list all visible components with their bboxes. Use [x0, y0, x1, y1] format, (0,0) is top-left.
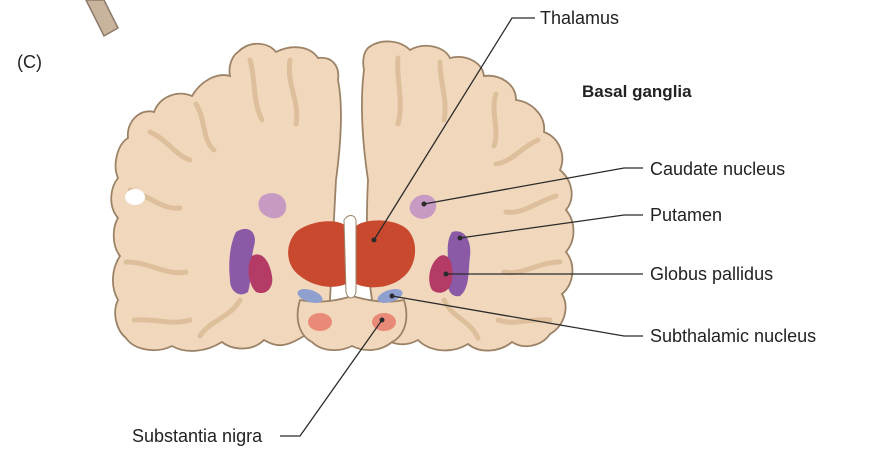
sulci-lines	[123, 55, 563, 341]
label-globus-pallidus: Globus pallidus	[650, 264, 773, 284]
label-subthalamic-nucleus: Subthalamic nucleus	[650, 326, 816, 346]
globus-pallidus-left	[248, 254, 273, 294]
putamen-left	[229, 228, 255, 295]
putamen-right	[447, 231, 471, 297]
label-caudate-nucleus: Caudate nucleus	[650, 159, 785, 179]
label-thalamus: Thalamus	[540, 8, 619, 28]
brain-section	[110, 40, 575, 352]
panel-label: (C)	[17, 52, 42, 72]
label-substantia-nigra: Substantia nigra	[132, 426, 263, 446]
substantia-nigra-left	[308, 313, 332, 331]
previous-panel-stalk	[85, 0, 119, 38]
globus-pallidus-right	[429, 255, 453, 293]
white-spot	[125, 189, 145, 205]
thalamus-left	[288, 221, 346, 287]
subthalamic-nucleus-left	[297, 289, 323, 303]
leader-lines	[280, 17, 643, 437]
caudate-nucleus-right	[409, 194, 437, 219]
thalamus-right	[356, 220, 416, 288]
figure-title: Basal ganglia	[582, 82, 692, 101]
label-putamen: Putamen	[650, 205, 722, 225]
caudate-nucleus-left	[258, 193, 287, 219]
third-ventricle	[343, 215, 357, 299]
